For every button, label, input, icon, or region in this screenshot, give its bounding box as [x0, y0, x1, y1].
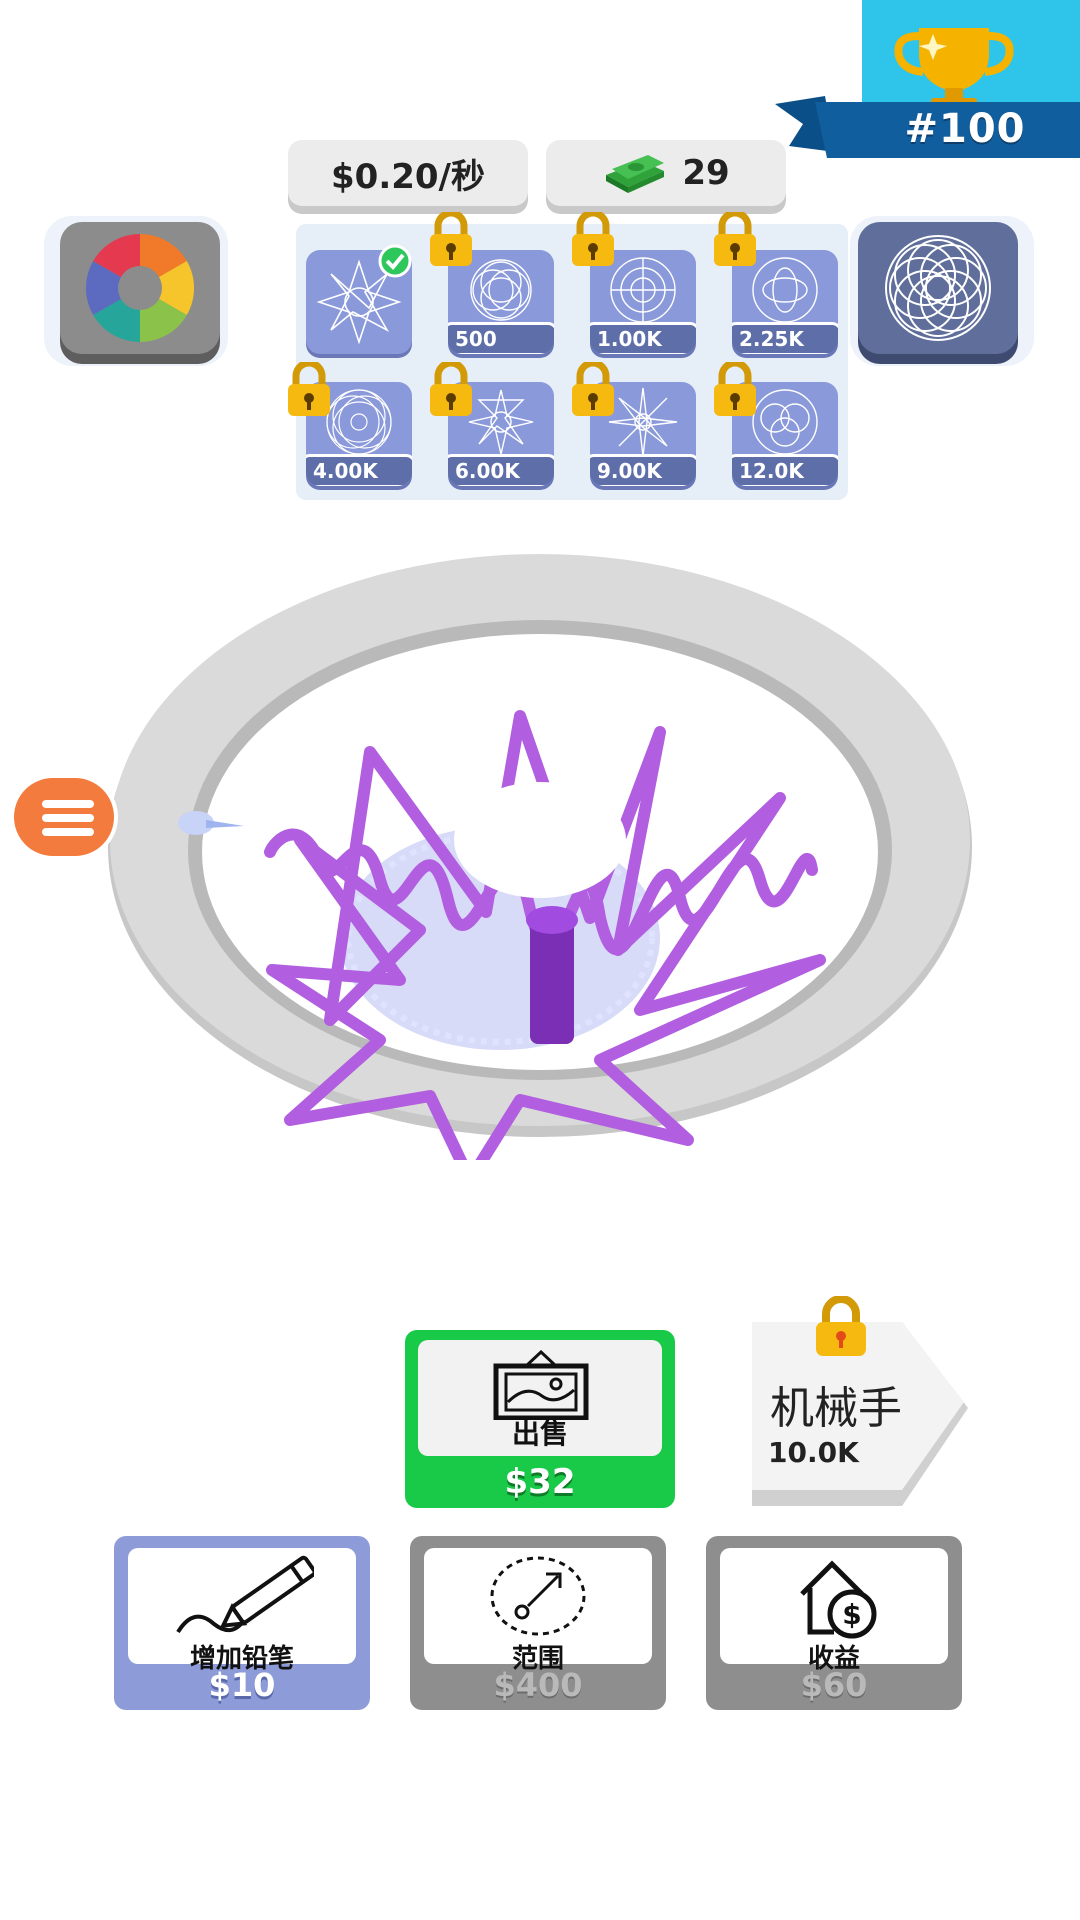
pencil-draw-icon — [176, 1555, 314, 1634]
spirograph-preview-icon — [885, 235, 991, 341]
robot-arm-price: 10.0K — [768, 1436, 859, 1469]
cash-display: 29 — [546, 140, 786, 206]
add-pencil-panel — [128, 1548, 356, 1664]
spirograph-board[interactable] — [0, 540, 1080, 1160]
lock-icon — [430, 212, 472, 266]
sell-button-panel — [418, 1340, 662, 1456]
svg-text:$: $ — [842, 1598, 861, 1631]
pattern-preview-icon — [752, 389, 818, 454]
sell-price: $32 — [504, 1462, 576, 1502]
pen-holder-icon — [178, 811, 244, 835]
pattern-grid: 500 1.00K 2.25K 4.00K 6.00K 9.00K 12.0K — [288, 212, 848, 500]
selected-check-icon — [378, 244, 412, 278]
robot-arm-title: 机械手 — [770, 1383, 902, 1434]
pattern-price-tag: 4.00K — [306, 454, 412, 486]
cash-amount: 29 — [682, 153, 730, 193]
pattern-preview-icon — [316, 259, 402, 345]
pattern-preview-icon — [470, 259, 532, 321]
pattern-preview-icon — [468, 389, 534, 454]
lock-icon — [572, 212, 614, 266]
add-pencil-button[interactable]: 增加铅笔 $10 — [114, 1536, 370, 1710]
pattern-tile-1[interactable] — [306, 250, 412, 354]
pencil-icon[interactable] — [526, 906, 578, 1044]
pattern-price-tag: 2.25K — [732, 322, 838, 354]
pattern-preview-icon — [326, 389, 392, 454]
rank-label: #100 — [904, 106, 1026, 152]
pattern-price-tag: 12.0K — [732, 454, 838, 486]
income-rate-display: $0.20/秒 — [288, 140, 528, 206]
income-button[interactable]: $ 收益 $60 — [706, 1536, 962, 1710]
pattern-preview-icon — [610, 257, 676, 322]
pattern-tile-2[interactable]: 500 — [448, 250, 554, 354]
lock-icon — [288, 362, 330, 416]
menu-button[interactable] — [10, 774, 118, 860]
add-pencil-label: 增加铅笔 — [189, 1644, 294, 1674]
pattern-preview-icon — [752, 257, 818, 322]
income-label: 收益 — [807, 1644, 860, 1674]
lock-icon — [714, 362, 756, 416]
pattern-price-tag: 1.00K — [590, 322, 696, 354]
lock-icon — [816, 1296, 866, 1356]
lock-icon — [572, 362, 614, 416]
center-hole — [454, 782, 626, 898]
pattern-preview-button[interactable] — [858, 222, 1018, 354]
sell-label: 出售 — [511, 1417, 568, 1450]
pattern-price-tag: 9.00K — [590, 454, 696, 486]
lock-icon — [430, 362, 472, 416]
range-price: $400 — [493, 1666, 583, 1704]
add-pencil-price: $10 — [208, 1666, 276, 1704]
color-wheel-icon — [85, 233, 195, 342]
pattern-tile-3[interactable]: 1.00K — [590, 250, 696, 354]
money-stack-icon — [606, 155, 665, 193]
range-button[interactable]: 范围 $400 — [410, 1536, 666, 1710]
house-dollar-icon: $ — [800, 1560, 877, 1639]
robot-arm-button[interactable] — [752, 1322, 968, 1506]
income-panel: $ — [720, 1548, 948, 1664]
color-picker-button[interactable] — [60, 222, 220, 354]
pattern-tile-5[interactable]: 4.00K — [306, 382, 412, 486]
pattern-price-tag: 6.00K — [448, 454, 554, 486]
income-rate-text: $0.20/秒 — [331, 156, 485, 197]
pattern-tile-4[interactable]: 2.25K — [732, 250, 838, 354]
framed-picture-icon — [493, 1350, 589, 1420]
income-price: $60 — [800, 1666, 868, 1704]
trophy-icon — [894, 28, 1014, 106]
lock-icon — [714, 212, 756, 266]
range-label: 范围 — [511, 1644, 564, 1674]
pattern-preview-icon — [608, 387, 678, 454]
range-panel — [424, 1548, 652, 1664]
rank-ribbon — [775, 96, 1080, 158]
range-icon — [490, 1556, 586, 1636]
pattern-price-tag: 500 — [448, 322, 554, 354]
